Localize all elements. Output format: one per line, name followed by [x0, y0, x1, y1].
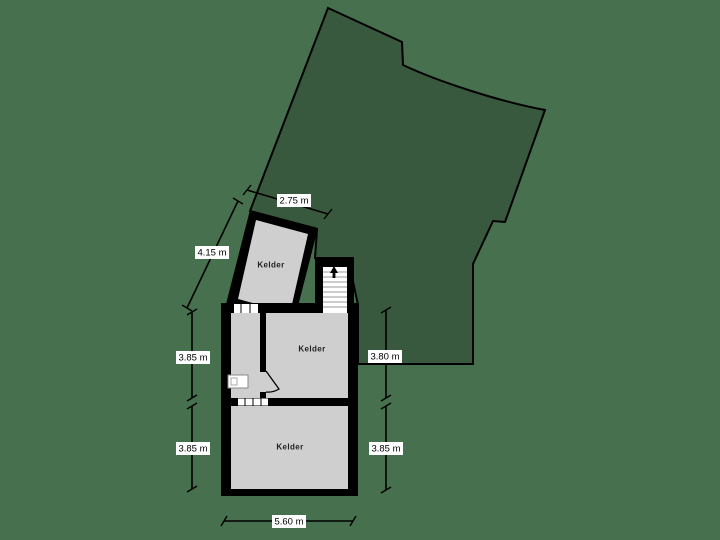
dimension-annex-length: 4.15 m	[181, 197, 244, 312]
lower-room-floor	[231, 406, 348, 489]
stairs-up-arrow-icon	[330, 266, 338, 278]
room-label-lower: Kelder	[276, 443, 303, 452]
middle-room-floor	[231, 313, 348, 398]
dimension-right-upper: 3.80 m	[368, 306, 402, 402]
internal-wall-stub	[260, 392, 266, 398]
room-label-middle: Kelder	[298, 345, 325, 354]
window-middle-wall	[238, 398, 268, 406]
room-label-annex: Kelder	[257, 261, 284, 270]
stair-treads	[323, 271, 347, 308]
internal-wall	[260, 313, 266, 372]
annex-floor	[238, 220, 308, 313]
dimension-left-lower: 3.85 m	[176, 402, 210, 493]
dimension-label: 2.75 m	[279, 196, 308, 207]
parcel-outline	[248, 6, 547, 365]
dimension-label: 3.85 m	[371, 444, 400, 455]
window-top-wall	[234, 304, 258, 313]
dimension-label: 3.80 m	[370, 352, 399, 363]
stairs	[323, 266, 347, 313]
dimension-annex-width: 2.75 m	[242, 184, 333, 220]
dimension-label: 3.85 m	[178, 444, 207, 455]
dimension-right-lower: 3.85 m	[369, 402, 403, 494]
door-swing-icon	[265, 370, 280, 393]
dimension-label: 4.15 m	[197, 248, 226, 259]
dimension-bottom-width: 5.60 m	[220, 515, 357, 528]
dimension-label: 5.60 m	[274, 517, 303, 528]
niche-symbol	[227, 374, 249, 389]
dimension-left-upper: 3.85 m	[176, 308, 210, 402]
dimension-label: 3.85 m	[178, 353, 207, 364]
